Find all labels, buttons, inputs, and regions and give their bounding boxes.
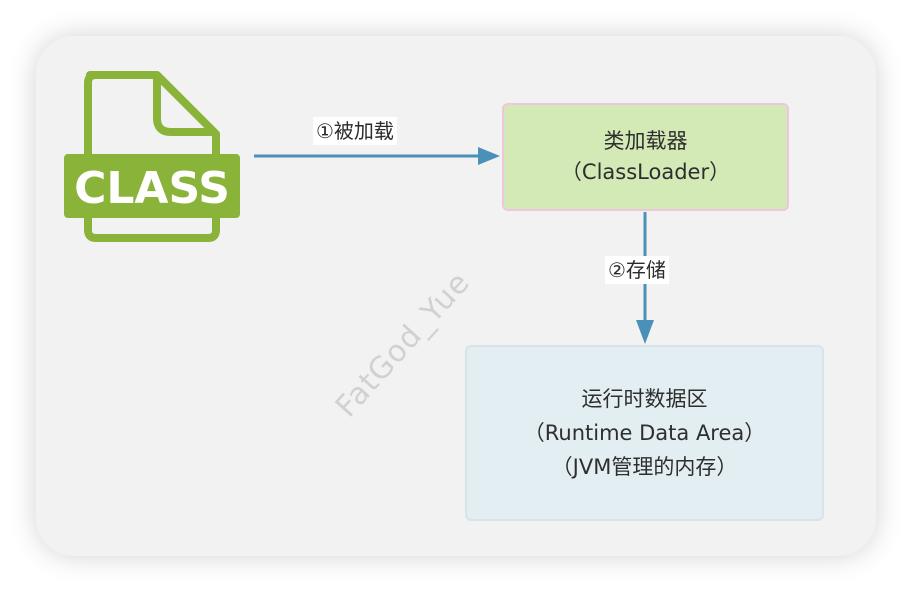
- class-loader-title: 类加载器: [603, 129, 688, 153]
- file-outline: [84, 71, 220, 242]
- file-label-band: [64, 154, 240, 218]
- class-file-icon: CLASS: [64, 71, 240, 242]
- runtime-data-area-title: 运行时数据区: [581, 387, 708, 411]
- runtime-data-area-note: （JVM管理的内存）: [551, 455, 738, 479]
- edge-label-store: ②存储: [605, 256, 669, 284]
- node-class-loader[interactable]: 类加载器 （ClassLoader）: [502, 103, 789, 211]
- edge-label-load: ①被加载: [313, 117, 397, 145]
- runtime-data-area-subtitle: （Runtime Data Area）: [523, 421, 766, 445]
- file-fold-corner: [153, 75, 216, 136]
- file-type-label: CLASS: [74, 163, 230, 214]
- node-runtime-data-area[interactable]: 运行时数据区 （Runtime Data Area） （JVM管理的内存）: [465, 345, 824, 521]
- class-loader-subtitle: （ClassLoader）: [560, 160, 731, 184]
